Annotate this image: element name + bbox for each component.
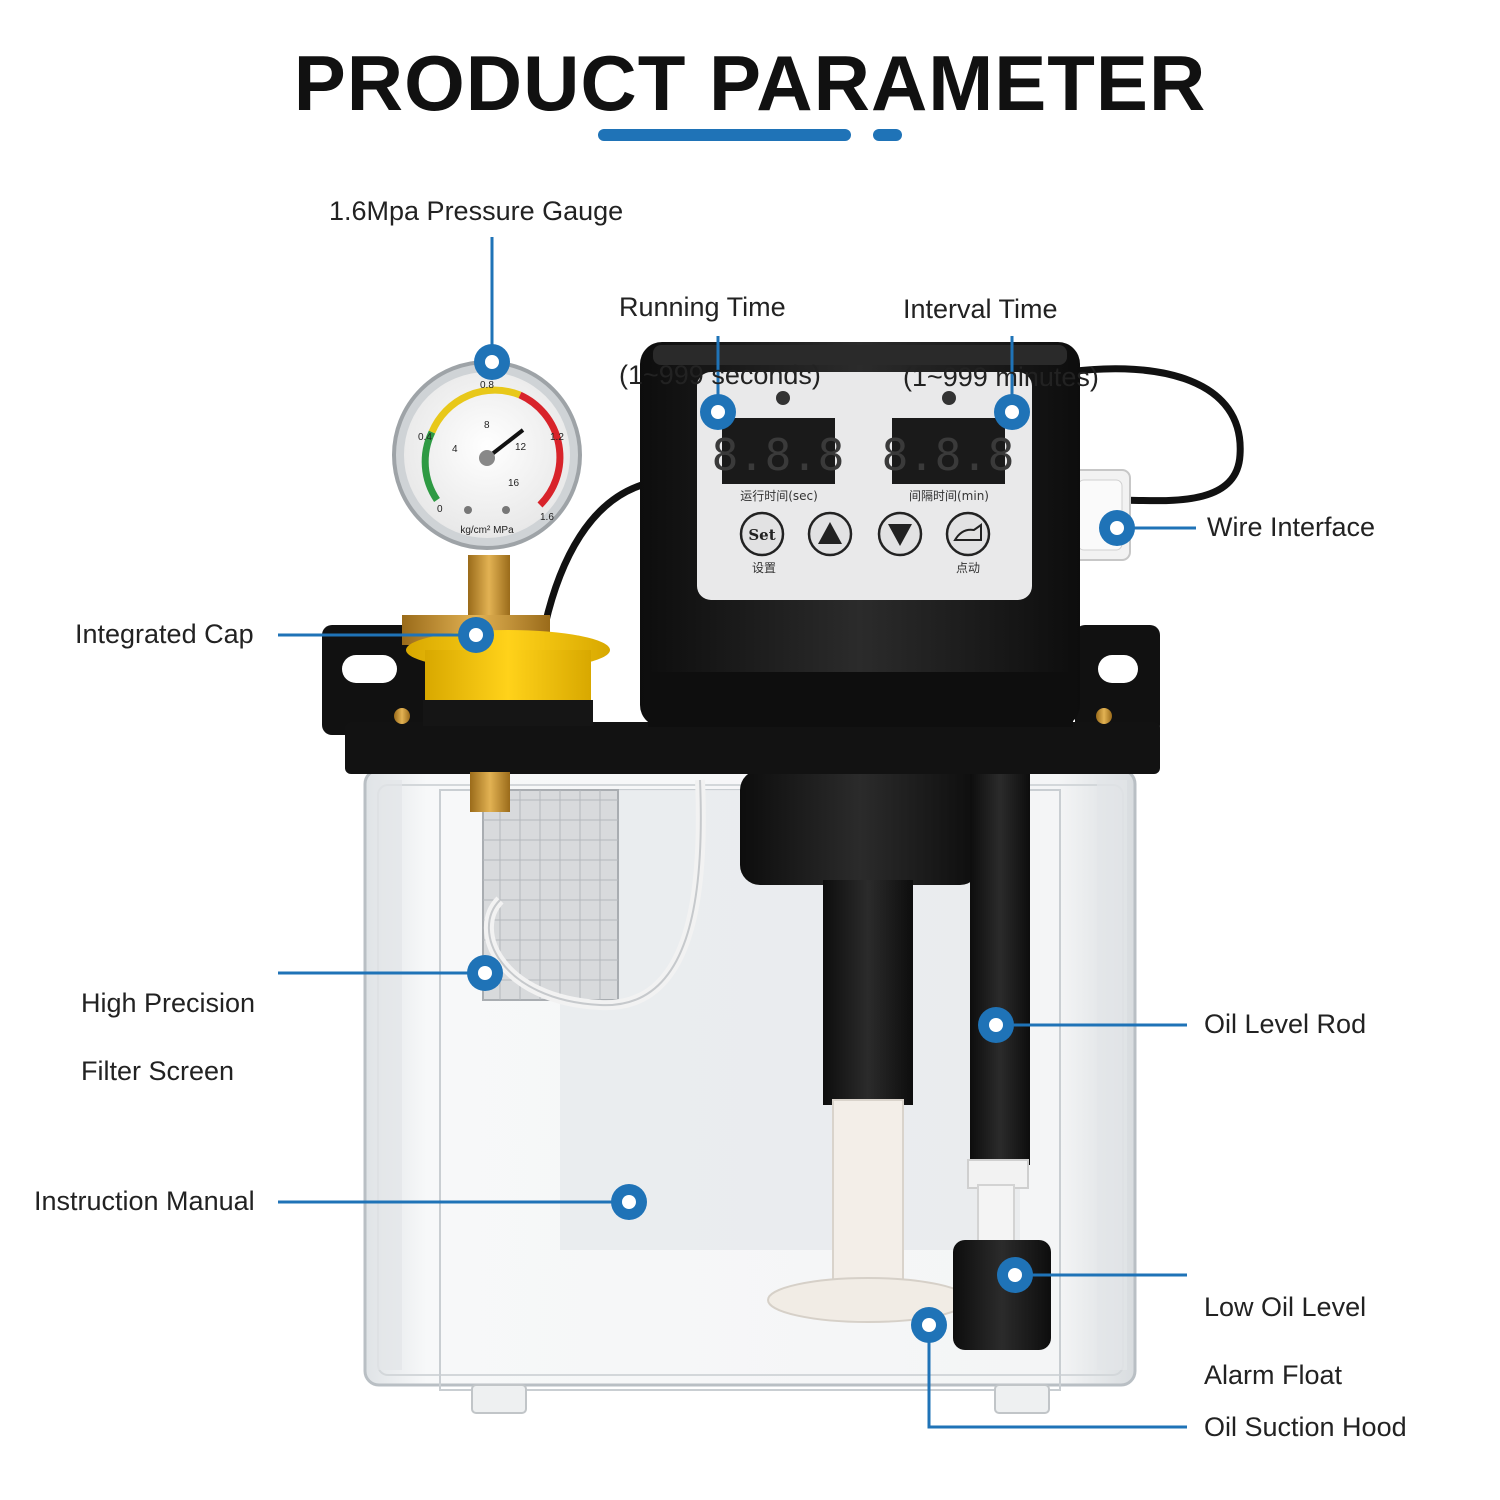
label-filter-screen-line2: Filter Screen bbox=[81, 1056, 235, 1086]
marker-instruction-manual bbox=[611, 1184, 647, 1220]
gauge-inner-16: 16 bbox=[508, 478, 520, 489]
display-left-caption: 运行时间(sec) bbox=[740, 489, 818, 503]
marker-integrated-cap bbox=[458, 617, 494, 653]
label-alarm-float: Low Oil Level Alarm Float bbox=[1204, 1256, 1366, 1426]
marker-alarm-float bbox=[997, 1257, 1033, 1293]
label-filter-screen-line1: High Precision bbox=[81, 988, 256, 1018]
jog-button-caption: 点动 bbox=[956, 561, 980, 575]
label-oil-level-rod: Oil Level Rod bbox=[1204, 1009, 1367, 1039]
label-interval-time-line1: Interval Time bbox=[903, 294, 1058, 324]
gauge-scale-0-8: 0.8 bbox=[480, 380, 494, 391]
set-button bbox=[739, 511, 785, 557]
base-plate bbox=[322, 625, 1160, 812]
up-arrow-icon bbox=[818, 522, 842, 544]
callout-lines bbox=[278, 237, 1196, 1429]
set-button-label: Set bbox=[748, 526, 775, 544]
marker-running-time bbox=[700, 394, 736, 430]
filter-screen bbox=[482, 779, 706, 1011]
label-integrated-cap: Integrated Cap bbox=[75, 619, 254, 649]
title-underline-long bbox=[598, 129, 851, 141]
label-wire-interface: Wire Interface bbox=[1207, 512, 1376, 542]
label-alarm-float-line2: Alarm Float bbox=[1204, 1360, 1343, 1390]
gauge-unit-text: kg/cm² MPa bbox=[460, 525, 514, 536]
label-pressure-gauge: 1.6Mpa Pressure Gauge bbox=[329, 196, 624, 226]
marker-oil-level-rod bbox=[978, 1007, 1014, 1043]
label-filter-screen: High Precision Filter Screen bbox=[81, 952, 255, 1122]
marker-pressure-gauge bbox=[474, 344, 510, 380]
gauge-scale-0: 0 bbox=[437, 504, 443, 515]
marker-interval-time bbox=[994, 394, 1030, 430]
jog-button bbox=[945, 511, 991, 557]
label-interval-time: Interval Time (1~999 minutes) bbox=[903, 258, 1099, 428]
label-running-time: Running Time (1~999 seconds) bbox=[619, 256, 821, 426]
gauge-inner-12: 12 bbox=[515, 442, 527, 453]
page-title: PRODUCT PARAMETER bbox=[293, 39, 1207, 127]
display-left: 8.8.8 bbox=[712, 430, 844, 481]
label-alarm-float-line1: Low Oil Level bbox=[1204, 1292, 1367, 1322]
label-interval-time-line2: (1~999 minutes) bbox=[903, 362, 1099, 392]
label-suction-hood: Oil Suction Hood bbox=[1204, 1412, 1407, 1442]
controller-box: 8.8.8 8.8.8 运行时间(sec) 间隔时间(min) Set 设置 点… bbox=[640, 342, 1080, 727]
gauge-scale-1-2: 1.2 bbox=[550, 432, 564, 443]
gauge-inner-4: 4 bbox=[452, 444, 458, 455]
gauge-scale-0-4: 0.4 bbox=[418, 432, 432, 443]
title-underline-short bbox=[873, 129, 902, 141]
integrated-cap bbox=[402, 555, 610, 726]
power-cable bbox=[1067, 365, 1244, 505]
pump-body bbox=[740, 770, 980, 1323]
marker-wire-interface bbox=[1099, 510, 1135, 546]
set-button-caption: 设置 bbox=[752, 561, 776, 575]
gauge-inner-8: 8 bbox=[484, 420, 490, 431]
gauge-scale-1-6: 1.6 bbox=[540, 512, 554, 523]
down-arrow-icon bbox=[888, 524, 912, 546]
label-instruction-manual: Instruction Manual bbox=[34, 1186, 255, 1216]
marker-suction-hood bbox=[911, 1307, 947, 1343]
display-right-caption: 间隔时间(min) bbox=[909, 489, 989, 503]
display-right: 8.8.8 bbox=[882, 430, 1014, 481]
label-running-time-line2: (1~999 seconds) bbox=[619, 360, 821, 390]
pressure-gauge: 0 0.4 0.8 1.2 1.6 4 8 12 16 kg/cm² MPa bbox=[392, 360, 582, 550]
oil-can-icon bbox=[953, 523, 982, 541]
oil-level-rod-assembly bbox=[953, 770, 1051, 1350]
callout-markers bbox=[458, 344, 1135, 1343]
signal-cable bbox=[541, 480, 647, 626]
marker-filter-screen bbox=[467, 955, 503, 991]
label-running-time-line1: Running Time bbox=[619, 292, 786, 322]
